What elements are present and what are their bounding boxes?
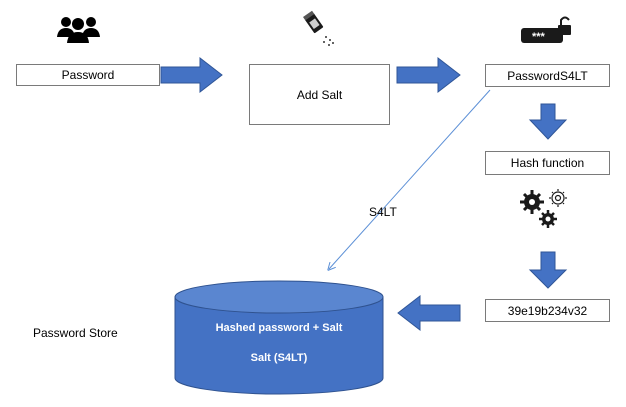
arrow-hash-to-output — [528, 251, 568, 289]
users-icon — [57, 17, 100, 43]
password-store-label: Password Store — [33, 326, 118, 340]
password-box: Password — [16, 64, 160, 86]
arrow-add-salt-to-salted — [396, 56, 461, 94]
salt-connector-line — [329, 89, 491, 269]
store-line-hashed: Hashed password + Salt — [215, 322, 343, 334]
hash-output-label: 39e19b234v32 — [507, 303, 588, 318]
salt-connector-label: S4LT — [369, 205, 397, 219]
password-label: Password — [61, 68, 115, 82]
salt-shaker-icon — [303, 10, 334, 46]
arrow-password-to-add-salt — [160, 56, 223, 94]
hash-function-box: Hash function — [485, 151, 610, 175]
salted-password-label: PasswordS4LT — [507, 68, 588, 83]
hash-output-box: 39e19b234v32 — [485, 299, 610, 322]
arrow-salted-to-hash — [528, 103, 568, 140]
password-lock-icon: *** — [521, 16, 571, 43]
add-salt-box: Add Salt — [249, 64, 390, 125]
password-store-cylinder — [174, 280, 384, 395]
arrow-output-to-store — [397, 294, 461, 332]
store-line-salt: Salt (S4LT) — [250, 352, 308, 364]
hash-function-label: Hash function — [510, 156, 585, 170]
gears-icon — [520, 189, 567, 228]
svg-text:***: *** — [532, 31, 546, 43]
add-salt-label: Add Salt — [296, 87, 343, 102]
salted-password-box: PasswordS4LT — [485, 64, 610, 87]
